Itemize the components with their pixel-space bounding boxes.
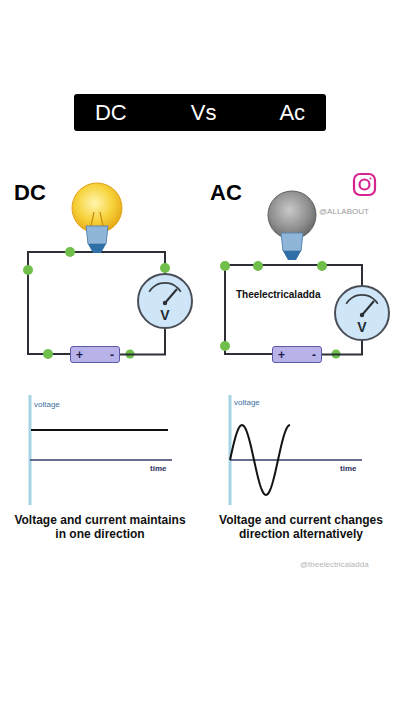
polarity-sign: - xyxy=(110,349,114,361)
wire xyxy=(120,329,165,355)
axis-label: voltage xyxy=(34,400,60,410)
dc-graph xyxy=(30,395,172,505)
title-text: DC Vs Ac xyxy=(95,100,305,126)
ac-bulb xyxy=(268,191,316,260)
ac-graph xyxy=(230,395,362,505)
meter-symbol: V xyxy=(357,320,366,334)
polarity-sign: + xyxy=(76,349,83,361)
battery-cell: +- xyxy=(272,346,322,363)
caption-text: Voltage and current maintains in one dir… xyxy=(10,513,190,542)
axis-label: time xyxy=(340,464,356,474)
watermark: @theelectricaladda xyxy=(300,560,369,570)
battery-cell: +- xyxy=(70,346,120,363)
caption-text: Voltage and current changes direction al… xyxy=(200,513,402,542)
instagram-icon xyxy=(354,174,375,195)
polarity-sign: - xyxy=(312,349,316,361)
junction-dots xyxy=(23,247,341,359)
axis-label: time xyxy=(150,464,166,474)
dc-bulb xyxy=(72,183,122,253)
watermark: @ALLABOUT xyxy=(319,207,369,217)
circuit-heading: AC xyxy=(210,180,242,206)
polarity-sign: + xyxy=(278,349,285,361)
voltmeter: V xyxy=(334,285,390,341)
axis-label: voltage xyxy=(234,398,260,408)
watermark: Theelectricaladda xyxy=(236,289,320,301)
circuit-heading: DC xyxy=(14,180,46,206)
wire xyxy=(322,341,362,355)
title-box: DC Vs Ac xyxy=(74,94,326,131)
meter-symbol: V xyxy=(160,308,169,322)
voltmeter: V xyxy=(137,273,193,329)
